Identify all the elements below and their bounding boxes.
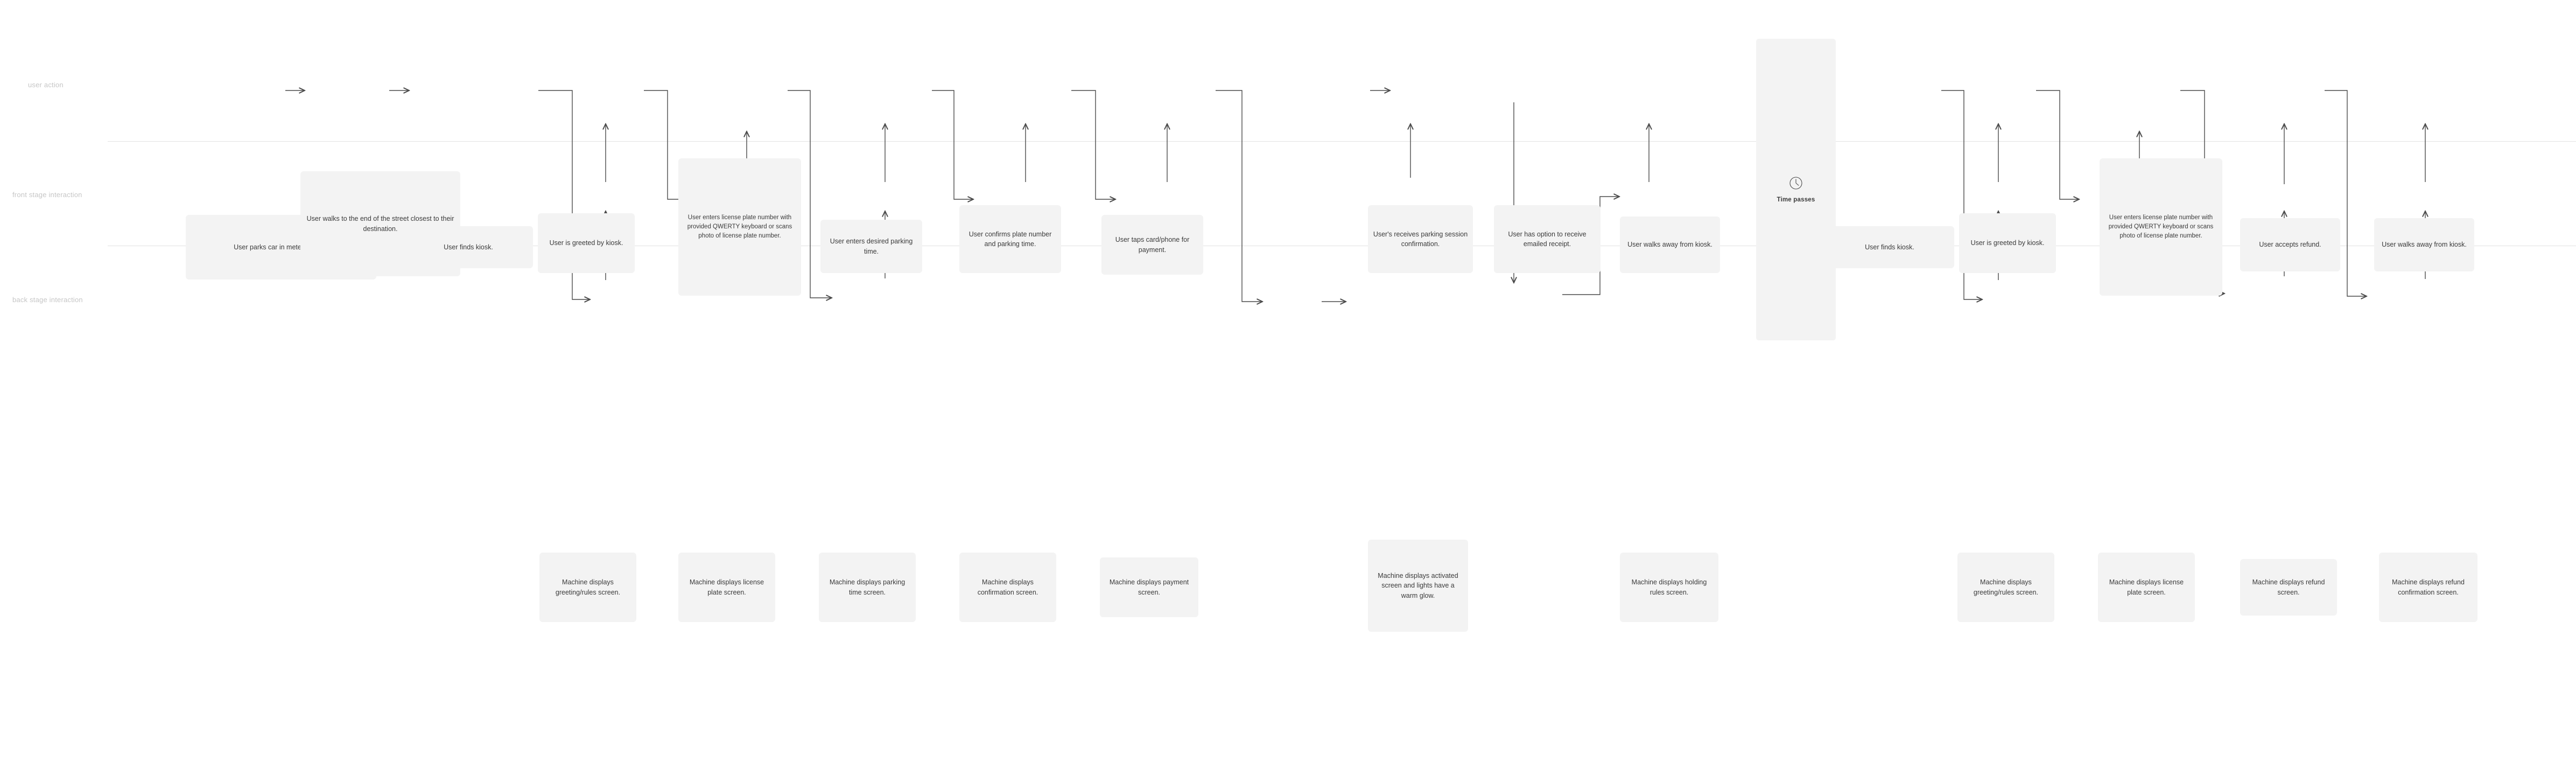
flow-node-label: Machine displays parking time screen. (829, 578, 906, 596)
flow-node-label: User is greeted by kiosk. (1970, 239, 2045, 247)
flow-node-label: User has option to receive emailed recei… (1508, 230, 1587, 248)
flow-node-n15[interactable]: User accepts refund. (2240, 218, 2340, 271)
flow-node-n13[interactable]: User is greeted by kiosk. (1959, 213, 2056, 273)
flow-node-n9[interactable]: User's receives parking session confirma… (1368, 205, 1473, 273)
flow-node-label: User walks away from kiosk. (2382, 241, 2467, 249)
flow-node-m2[interactable]: Machine displays license plate screen. (678, 553, 775, 622)
flow-node-n14[interactable]: User enters license plate number with pr… (2100, 158, 2222, 296)
flow-node-label: Machine displays payment screen. (1109, 578, 1189, 596)
flow-node-label: Machine displays license plate screen. (689, 578, 764, 596)
flow-node-label: User enters desired parking time. (830, 238, 913, 255)
flow-node-m3[interactable]: Machine displays parking time screen. (819, 553, 916, 622)
flow-node-m8[interactable]: Machine displays greeting/rules screen. (1957, 553, 2054, 622)
flow-node-label: Machine displays refund confirmation scr… (2392, 578, 2465, 596)
flow-node-m10[interactable]: Machine displays refund screen. (2240, 559, 2337, 616)
flow-node-label: Machine displays holding rules screen. (1631, 578, 1707, 596)
flow-node-n16[interactable]: User walks away from kiosk. (2374, 218, 2474, 271)
flow-node-n7[interactable]: User confirms plate number and parking t… (959, 205, 1061, 273)
flow-node-label: Machine displays activated screen and li… (1378, 572, 1458, 599)
flow-node-label: User accepts refund. (2259, 241, 2321, 249)
flow-node-m1[interactable]: Machine displays greeting/rules screen. (539, 553, 636, 622)
flow-node-m7[interactable]: Machine displays holding rules screen. (1620, 553, 1718, 622)
time-passes-band: Time passes (1756, 39, 1836, 340)
flow-node-label: Machine displays license plate screen. (2109, 578, 2184, 596)
flow-node-label: Machine displays greeting/rules screen. (555, 578, 621, 596)
flow-node-n10[interactable]: User has option to receive emailed recei… (1494, 205, 1601, 273)
flow-node-label: User taps card/phone for payment. (1115, 236, 1190, 254)
flow-node-n12[interactable]: User finds kiosk. (1825, 226, 1954, 268)
lane-divider-user-front (108, 141, 2576, 142)
flow-node-label: User is greeted by kiosk. (549, 239, 623, 247)
lane-label-back-stage: back stage interaction (12, 296, 83, 304)
lane-label-user-action: user action (28, 81, 64, 89)
flow-node-label: User's receives parking session confirma… (1373, 230, 1468, 248)
flow-node-label: Machine displays refund screen. (2252, 578, 2325, 596)
flow-node-m11[interactable]: Machine displays refund confirmation scr… (2379, 553, 2477, 622)
flow-node-n11[interactable]: User walks away from kiosk. (1620, 217, 1720, 273)
flow-node-label: User walks away from kiosk. (1627, 241, 1712, 249)
flow-node-n5[interactable]: User enters license plate number with pr… (678, 158, 801, 296)
flow-node-m5[interactable]: Machine displays payment screen. (1100, 557, 1198, 617)
flow-node-m6[interactable]: Machine displays activated screen and li… (1368, 540, 1468, 632)
flow-node-label: User enters license plate number with pr… (687, 214, 792, 239)
flow-node-label: User finds kiosk. (444, 243, 493, 251)
flow-node-label: User enters license plate number with pr… (2108, 214, 2214, 239)
flow-node-n6[interactable]: User enters desired parking time. (820, 220, 922, 273)
flow-node-n4[interactable]: User is greeted by kiosk. (538, 213, 635, 273)
flow-node-label: User finds kiosk. (1865, 243, 1914, 251)
lane-label-front-stage: front stage interaction (12, 191, 82, 199)
flow-node-m4[interactable]: Machine displays confirmation screen. (959, 553, 1056, 622)
flow-node-label: User confirms plate number and parking t… (968, 230, 1052, 248)
flow-node-n3[interactable]: User finds kiosk. (404, 226, 533, 268)
flow-node-label: User walks to the end of the street clos… (306, 215, 454, 233)
service-blueprint-canvas: user action front stage interaction back… (12, 39, 2576, 632)
flow-node-m9[interactable]: Machine displays license plate screen. (2098, 553, 2195, 622)
flow-node-n8[interactable]: User taps card/phone for payment. (1101, 215, 1203, 275)
flow-node-label: Machine displays confirmation screen. (977, 578, 1038, 596)
clock-icon (1789, 176, 1803, 193)
time-passes-label: Time passes (1777, 197, 1815, 203)
flow-node-label: Machine displays greeting/rules screen. (1973, 578, 2039, 596)
